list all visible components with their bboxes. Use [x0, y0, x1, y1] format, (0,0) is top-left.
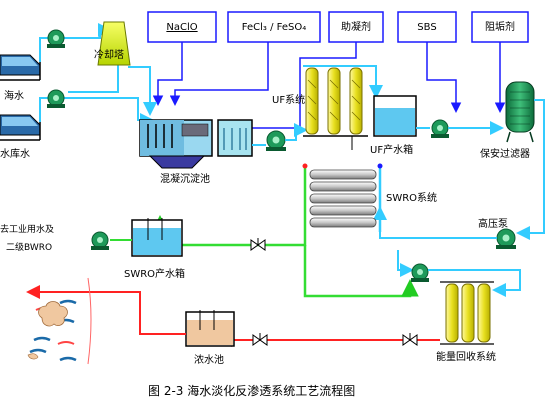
erd-feed-line	[397, 250, 414, 277]
uf-feed-pump-icon	[266, 130, 286, 151]
coag-tank-label: 混凝沉淀池	[160, 172, 210, 185]
coagulation-tank-icon	[139, 119, 253, 169]
seawater-pump-out	[64, 23, 112, 39]
naclo-dosing-line	[152, 42, 183, 106]
coagulant-aid-box: 助凝剂	[328, 11, 384, 43]
cooling-tower-label: 冷却塔	[94, 48, 124, 61]
sea-boundary	[87, 277, 92, 365]
fecl-dosing-line	[169, 42, 269, 106]
swro-system-label: SWRO系统	[386, 191, 437, 204]
to-industrial-label-2: 二级BWRO	[6, 241, 52, 253]
brine-valve-1-icon	[402, 333, 418, 346]
seawater-label: 海水	[4, 89, 24, 102]
reservoir-feed-line	[39, 97, 48, 122]
sbs-box: SBS	[397, 11, 457, 43]
cartridge-out-line	[534, 99, 545, 158]
uf-tank-label: UF产水箱	[370, 143, 413, 156]
cartridge-filter-icon	[505, 81, 535, 143]
to-industrial-label-1: 去工业用水及	[0, 223, 54, 235]
product-vertical-line	[303, 245, 419, 298]
fecl-box: FeCl₃ / FeSO₄	[227, 11, 321, 43]
uf-membrane-icon	[303, 65, 368, 137]
antiscalant-label: 阻垢剂	[485, 20, 515, 33]
naclo-box: NaClO	[147, 11, 217, 43]
erd-return-line	[428, 269, 521, 297]
main-raw-line	[128, 66, 157, 116]
seawater-intake	[0, 54, 41, 81]
uf-feed-out	[285, 123, 308, 141]
brine-valve-2-icon	[252, 333, 268, 346]
brine-discharge-line	[26, 285, 186, 335]
sbs-label: SBS	[417, 22, 436, 33]
swro-tank-icon	[131, 218, 183, 257]
product-pump-icon	[91, 231, 109, 250]
concentrate-tank-icon	[185, 310, 235, 347]
uf-system-label: UF系统	[272, 93, 305, 106]
swro-tank-label: SWRO产水箱	[124, 267, 185, 280]
tower-return-line	[68, 65, 119, 93]
outfall-flow-icons	[27, 299, 77, 362]
reservoir-water-label: 水库水	[0, 147, 30, 160]
antiscalant-box: 阻垢剂	[471, 11, 529, 43]
reservoir-pump-icon	[47, 89, 65, 108]
hp-pump-label: 高压泵	[478, 217, 508, 230]
uf-out-line	[368, 65, 383, 99]
energy-recovery-label: 能量回收系统	[436, 350, 496, 363]
figure-caption: 图 2-3 海水淡化反渗透系统工艺流程图	[148, 383, 355, 398]
sbs-booster-pump-icon	[431, 119, 449, 138]
booster-pump-icon	[411, 263, 429, 282]
sbs-dosing-line	[426, 42, 462, 113]
fecl-label: FeCl₃ / FeSO₄	[242, 22, 306, 33]
naclo-label: NaClO	[166, 22, 197, 33]
reservoir-pump-out	[64, 97, 154, 127]
coagulant-aid-dosing-line	[227, 42, 357, 134]
energy-recovery-icon	[440, 281, 494, 345]
high-pressure-pump-icon	[496, 228, 516, 249]
reservoir-intake	[0, 114, 41, 141]
product-valve-icon	[250, 238, 266, 251]
concentrate-tank-label: 浓水池	[194, 353, 224, 366]
seawater-pump-icon	[47, 29, 65, 48]
coagulant-aid-label: 助凝剂	[341, 20, 371, 33]
hp-feed-line	[516, 158, 545, 240]
uf-tank-icon	[373, 95, 417, 137]
swro-membrane-rack-icon	[302, 163, 383, 232]
seawater-feed-line	[39, 37, 48, 62]
cooling-tower-icon	[97, 21, 131, 66]
cartridge-filter-label: 保安过滤器	[480, 147, 530, 160]
